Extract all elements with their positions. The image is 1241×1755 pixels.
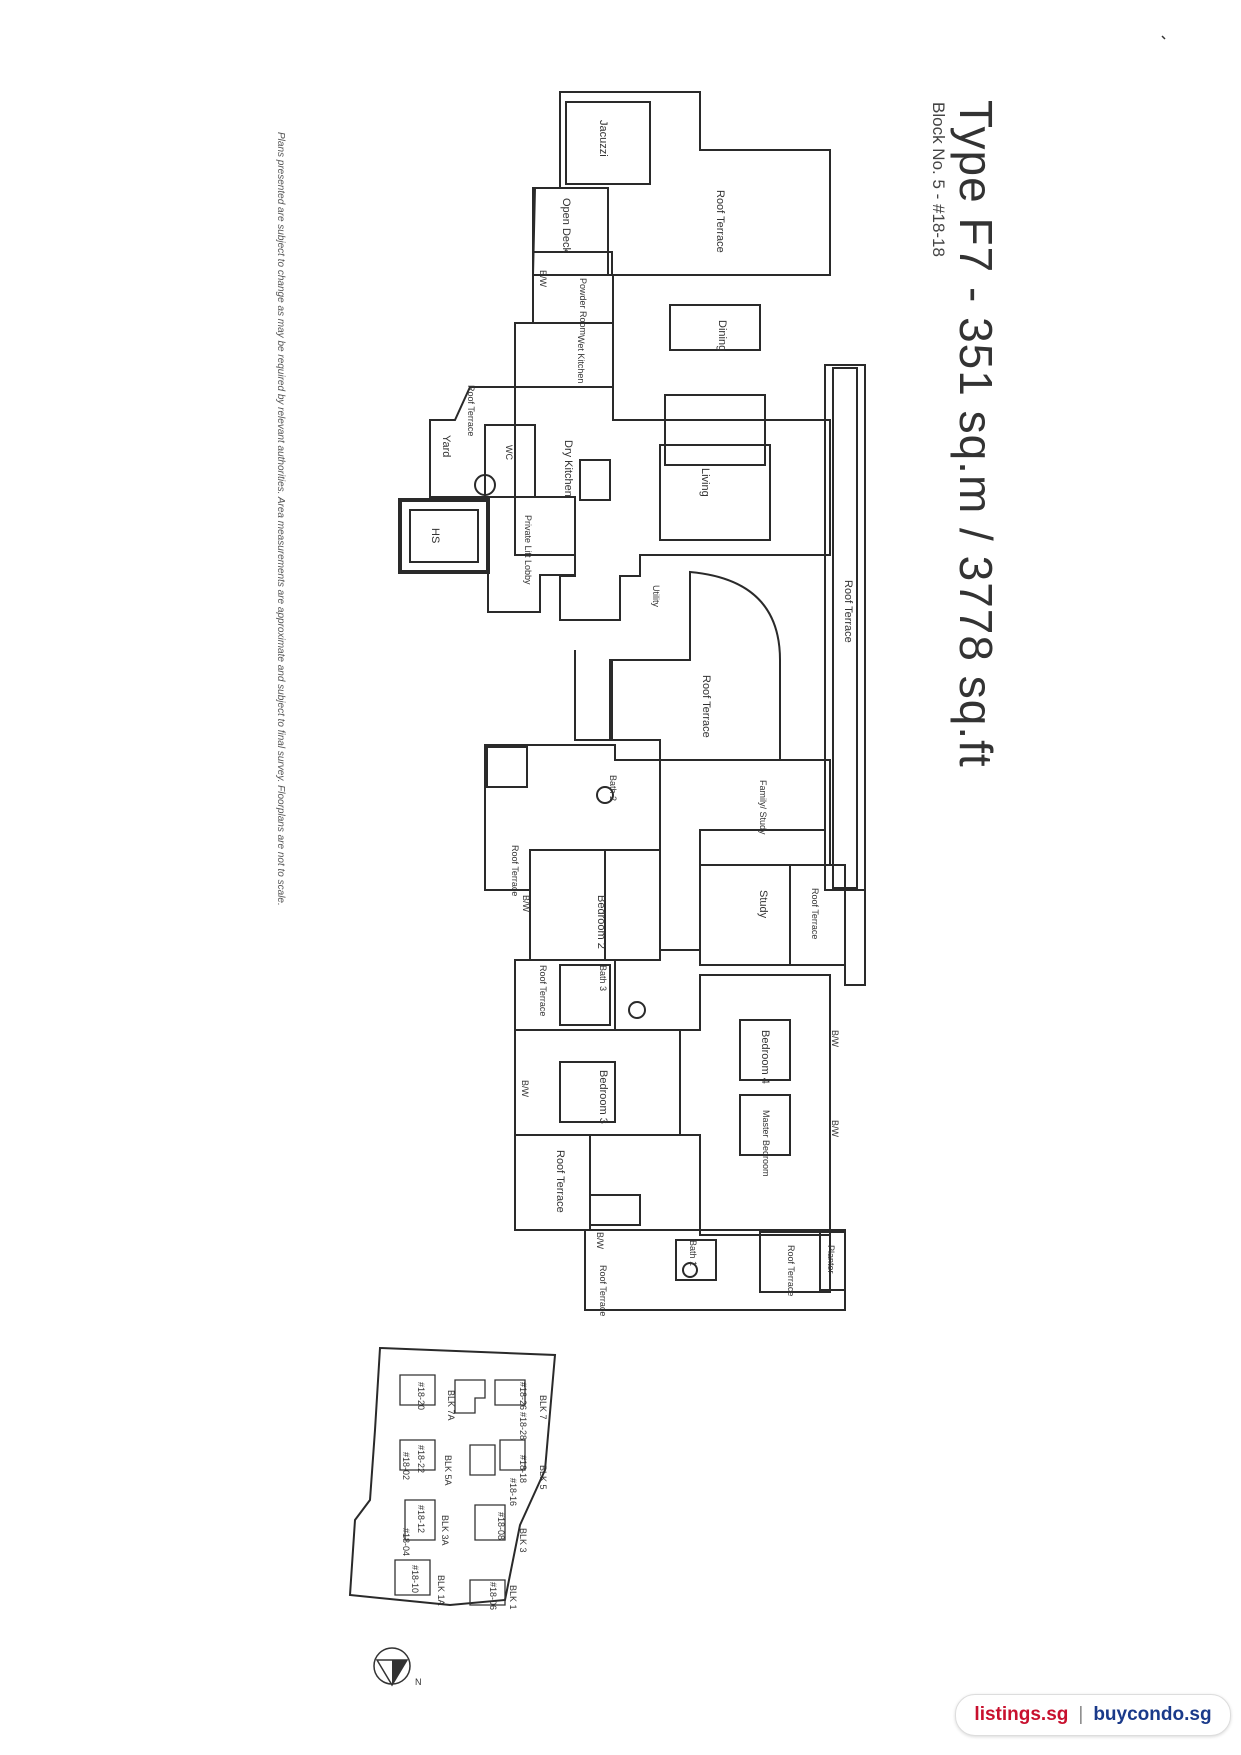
site-blk-3: BLK 3	[518, 1528, 528, 1553]
label-bath-1: Bath 1	[688, 1240, 698, 1266]
scan-speck	[1161, 35, 1166, 40]
label-bw-3: B/W	[830, 1030, 840, 1048]
watermark-site-1: listings.sg	[974, 1704, 1069, 1725]
label-powder-room: Powder Room	[578, 278, 588, 335]
label-bw-5: B/W	[830, 1120, 840, 1138]
site-unit-8: #18-22	[416, 1445, 426, 1473]
label-yard: Yard	[440, 435, 452, 457]
site-unit-11: #18-02	[401, 1452, 411, 1480]
label-bw-2: B/W	[521, 895, 531, 913]
label-bedroom-2: Bedroom 2	[595, 895, 607, 949]
label-jacuzzi: Jacuzzi	[597, 120, 609, 157]
label-roof-terrace-strip: Roof Terrace	[842, 580, 854, 643]
north-arrow-icon: N	[373, 1647, 422, 1687]
site-unit-6: #18-06	[488, 1582, 498, 1610]
label-utility: Utility	[651, 585, 661, 607]
site-blk-3a: BLK 3A	[440, 1515, 450, 1546]
site-unit-4: #18-16	[508, 1478, 518, 1506]
site-unit-3: #18-18	[518, 1455, 528, 1483]
label-roof-terrace-bottom: Roof Terrace	[598, 1265, 608, 1316]
label-private-lift-lobby: Private Lift Lobby	[523, 515, 533, 585]
label-roof-terrace-bath2: Roof Terrace	[510, 845, 520, 896]
site-unit-12: #18-04	[401, 1528, 411, 1556]
site-blk-1: BLK 1	[508, 1585, 518, 1610]
label-bath-3: Bath 3	[598, 965, 608, 991]
label-planter: Planter	[826, 1245, 836, 1274]
label-wet-kitchen: Wet Kitchen	[576, 335, 586, 383]
label-bedroom-4: Bedroom 4	[759, 1030, 771, 1084]
watermark-badge: listings.sg | buycondo.sg	[955, 1694, 1231, 1736]
plan-walls	[398, 91, 866, 1311]
site-unit-10: #18-10	[410, 1565, 420, 1593]
label-roof-terrace-bath1: Roof Terrace	[786, 1245, 796, 1296]
site-blk-5a: BLK 5A	[443, 1455, 453, 1486]
label-bw-4: B/W	[520, 1080, 530, 1098]
watermark-separator: |	[1078, 1704, 1084, 1725]
site-blk-1a: BLK 1A	[436, 1575, 446, 1606]
watermark-site-2: buycondo.sg	[1093, 1704, 1212, 1725]
label-study: Study	[757, 890, 769, 919]
site-unit-9: #18-12	[416, 1505, 426, 1533]
label-roof-terrace-kitchen: Roof Terrace	[466, 385, 476, 436]
site-blk-7: BLK 7	[538, 1395, 548, 1420]
site-unit-1: #18-26	[518, 1382, 528, 1410]
site-key-plan: BLK 7 BLK 5 BLK 3 BLK 1 BLK 7A BLK 5A BL…	[348, 1346, 557, 1687]
site-blk-7a: BLK 7A	[446, 1390, 456, 1421]
label-family-study: Family/ Study	[758, 780, 768, 835]
site-unit-2: #18-28	[518, 1412, 528, 1440]
label-bw-1: B/W	[538, 270, 548, 288]
label-bedroom-3: Bedroom 3	[597, 1070, 609, 1124]
site-unit-5: #18-08	[496, 1512, 506, 1540]
label-wc: WC	[504, 445, 514, 460]
label-dry-kitchen: Dry Kitchen	[562, 440, 574, 497]
north-label: N	[415, 1677, 422, 1687]
label-roof-terrace-study: Roof Terrace	[810, 888, 820, 939]
label-roof-terrace-bath3: Roof Terrace	[538, 965, 548, 1016]
label-living: Living	[699, 468, 711, 497]
label-roof-terrace-bedroom3: Roof Terrace	[554, 1150, 566, 1213]
site-boundary	[348, 1346, 557, 1607]
label-hs: HS	[429, 528, 441, 543]
site-unit-7: #18-20	[416, 1382, 426, 1410]
label-open-deck: Open Deck	[560, 198, 572, 254]
label-bath-2: Bath 2	[608, 775, 618, 801]
label-dining: Dining	[716, 320, 728, 351]
label-master-bedroom: Master Bedroom	[761, 1110, 771, 1177]
label-roof-terrace-curved: Roof Terrace	[700, 675, 712, 738]
site-blk-5: BLK 5	[538, 1465, 548, 1490]
room-labels: Jacuzzi Open Deck Roof Terrace B/W Powde…	[429, 120, 854, 1316]
label-bw-6: B/W	[595, 1232, 605, 1250]
label-roof-terrace-top: Roof Terrace	[714, 190, 726, 253]
